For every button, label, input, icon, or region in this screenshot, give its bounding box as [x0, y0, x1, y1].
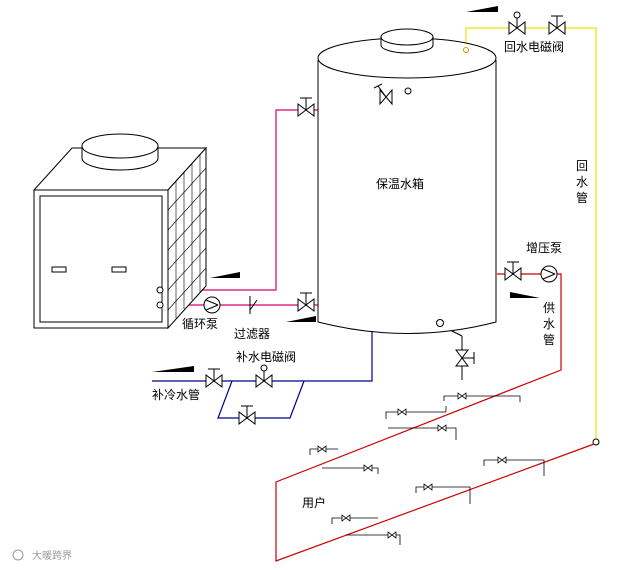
watermark-text: 大暖跨界: [32, 549, 72, 562]
filter: [249, 296, 258, 314]
booster-pump: [540, 265, 558, 283]
return-pipe-junction: [592, 438, 600, 446]
return-solenoid-valve-1: [508, 11, 526, 35]
supply-pipe-label-2: 水: [543, 317, 555, 331]
circulation-pump-label: 循环泵: [182, 317, 218, 331]
return-pipe-label-3: 管: [576, 190, 588, 205]
watermark-logo-icon: [12, 549, 24, 561]
supply-pipe-label-1: 供: [543, 301, 555, 315]
booster-inlet-valve: [504, 261, 522, 281]
drain-valve: [455, 349, 475, 367]
makeup-bypass-pipe: [217, 380, 305, 419]
user-branch-valves: [317, 392, 507, 539]
filter-label: 过滤器: [234, 327, 270, 341]
return-solenoid-valve-2: [548, 15, 566, 35]
makeup-solenoid-valve-label: 补水电磁阀: [236, 349, 296, 364]
return-solenoid-valve-label: 回水电磁阀: [504, 39, 564, 54]
users-label: 用户: [302, 495, 326, 510]
bypass-valve: [238, 405, 256, 425]
tank-top-valve: [373, 83, 393, 106]
cold-makeup-pipe-label: 补冷水管: [152, 387, 200, 402]
booster-pump-label: 增压泵: [526, 241, 562, 255]
return-pipe-label-1: 回: [576, 159, 588, 173]
circulation-pump: [203, 296, 221, 314]
flow-direction-arrows: [152, 6, 540, 372]
user-branch-lines: [309, 395, 545, 545]
air-source-heat-pump-unit: [32, 133, 208, 330]
hot-return-valve: [297, 292, 315, 312]
return-pipe-label-2: 水: [576, 175, 588, 189]
insulated-water-tank: [317, 28, 497, 334]
return-water-pipe: [465, 27, 597, 440]
makeup-solenoid-valve: [255, 364, 273, 388]
tank-label: 保温水箱: [376, 176, 424, 191]
hot-outlet-valve: [297, 97, 315, 117]
supply-pipe-label-3: 管: [543, 332, 555, 347]
cold-inlet-valve: [205, 368, 223, 388]
